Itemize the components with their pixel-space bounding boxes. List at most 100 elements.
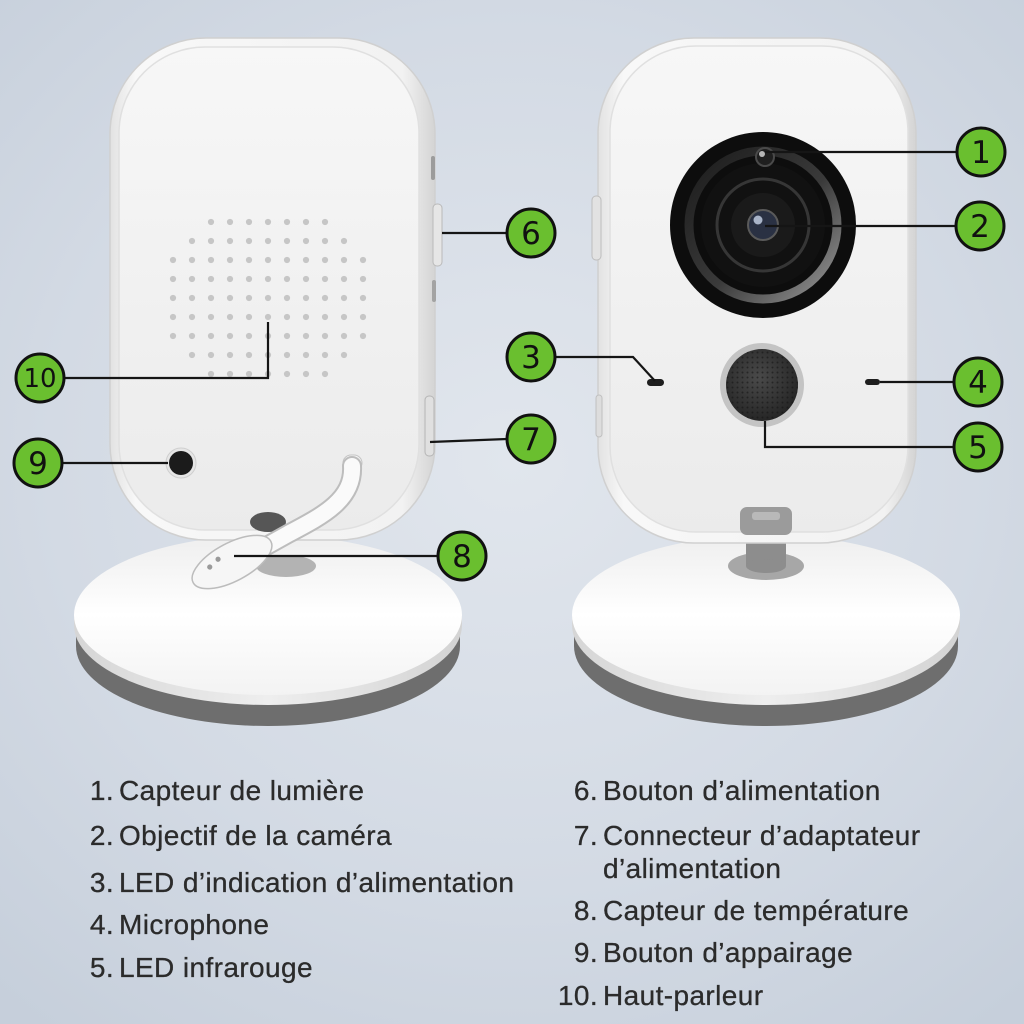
speaker-hole [226, 332, 234, 340]
speaker-hole [283, 256, 291, 264]
legend-item-4: 4. Microphone [78, 908, 269, 941]
speaker-hole [226, 370, 234, 378]
speaker-hole [207, 218, 215, 226]
back-panel [118, 46, 420, 531]
speaker-hole [302, 370, 310, 378]
leader-line-7 [429, 437, 508, 444]
speaker-hole [226, 351, 234, 359]
speaker-hole [207, 313, 215, 321]
legend-label: Bouton d’appairage [603, 937, 854, 968]
callout-badge [955, 126, 1007, 178]
speaker-hole [321, 275, 329, 283]
legend-number: 9. [573, 937, 598, 968]
callout-1: 1 [955, 126, 1007, 178]
speaker-hole [169, 256, 177, 264]
speaker-hole [302, 275, 310, 283]
stand-collar [740, 507, 792, 535]
front-view-base [572, 520, 960, 726]
speaker-hole [283, 294, 291, 302]
speaker-hole [169, 332, 177, 340]
microphone-hole [865, 379, 880, 385]
speaker-hole [340, 275, 348, 283]
legend-label: LED d’indication d’alimentation [119, 867, 515, 898]
legend-label: LED infrarouge [119, 952, 313, 983]
base-top [74, 535, 462, 695]
light-sensor-window [755, 147, 775, 167]
back-view-camera [74, 37, 462, 726]
speaker-hole [207, 370, 215, 378]
speaker-hole [207, 351, 215, 359]
speaker-hole [321, 294, 329, 302]
clip-hole [207, 564, 213, 570]
side-vent [432, 280, 436, 302]
callout-badge [12, 437, 64, 489]
speaker-hole [302, 256, 310, 264]
speaker-hole [283, 218, 291, 226]
callout-number: 9 [28, 446, 48, 482]
speaker-hole [169, 275, 177, 283]
speaker-hole [226, 313, 234, 321]
callout-10: 10 [14, 352, 66, 404]
speaker-hole [245, 351, 253, 359]
speaker-hole [283, 313, 291, 321]
speaker-hole [207, 256, 215, 264]
leader-line-5 [763, 421, 954, 449]
legend-number: 3. [89, 867, 114, 898]
legend-number: 6. [573, 775, 598, 806]
speaker-hole [226, 237, 234, 245]
speaker-hole [264, 237, 272, 245]
legend-item-8: 8. Capteur de température [556, 894, 953, 927]
infrared-led [720, 343, 804, 427]
speaker-hole [264, 256, 272, 264]
legend-number: 5. [89, 952, 114, 983]
callout-badge [14, 352, 66, 404]
pairing-button-hole [169, 451, 193, 475]
leader-line-3 [555, 355, 656, 382]
speaker-hole [359, 275, 367, 283]
legend-label: Haut-parleur [603, 980, 764, 1011]
speaker-hole [245, 256, 253, 264]
speaker-hole [188, 294, 196, 302]
speaker-hole [283, 351, 291, 359]
speaker-hole [321, 256, 329, 264]
speaker-hole [321, 313, 329, 321]
speaker-hole [188, 332, 196, 340]
callout-2: 2 [954, 200, 1006, 252]
side-button [591, 195, 602, 261]
legend-label: Objectif de la caméra [119, 820, 392, 851]
legend-number: 10. [557, 980, 598, 1011]
speaker-hole [245, 332, 253, 340]
speaker-hole [321, 370, 329, 378]
speaker-hole [340, 256, 348, 264]
speaker-hole [207, 294, 215, 302]
legend-item-2: 2. Objectif de la caméra [78, 819, 392, 852]
speaker-hole [302, 351, 310, 359]
speaker-hole [340, 351, 348, 359]
stand-socket [256, 555, 316, 577]
callout-badge [505, 413, 557, 465]
callout-number: 8 [452, 539, 472, 575]
speaker-hole [340, 294, 348, 302]
speaker-hole [359, 332, 367, 340]
side-vent [431, 156, 435, 180]
stand-neck-bottom [746, 559, 786, 573]
speaker-hole [188, 256, 196, 264]
callout-number: 7 [521, 422, 541, 458]
speaker-hole [226, 294, 234, 302]
speaker-hole [340, 332, 348, 340]
speaker-hole [302, 294, 310, 302]
speaker-hole [359, 256, 367, 264]
speaker-hole [207, 332, 215, 340]
legend-item-5: 5. LED infrarouge [78, 951, 313, 984]
speaker-grille [169, 218, 367, 378]
speaker-hole [245, 237, 253, 245]
speaker-hole [302, 218, 310, 226]
power-indicator-led [647, 379, 664, 386]
mount-knob [250, 512, 286, 532]
legend-item-6: 6. Bouton d’alimentation [556, 774, 953, 807]
legend-label: Bouton d’alimentation [603, 775, 881, 806]
callout-badge [436, 530, 488, 582]
callout-number: 10 [23, 364, 56, 394]
legend-item-7: 7. Connecteur d’adaptateur d’alimentatio… [556, 819, 953, 885]
